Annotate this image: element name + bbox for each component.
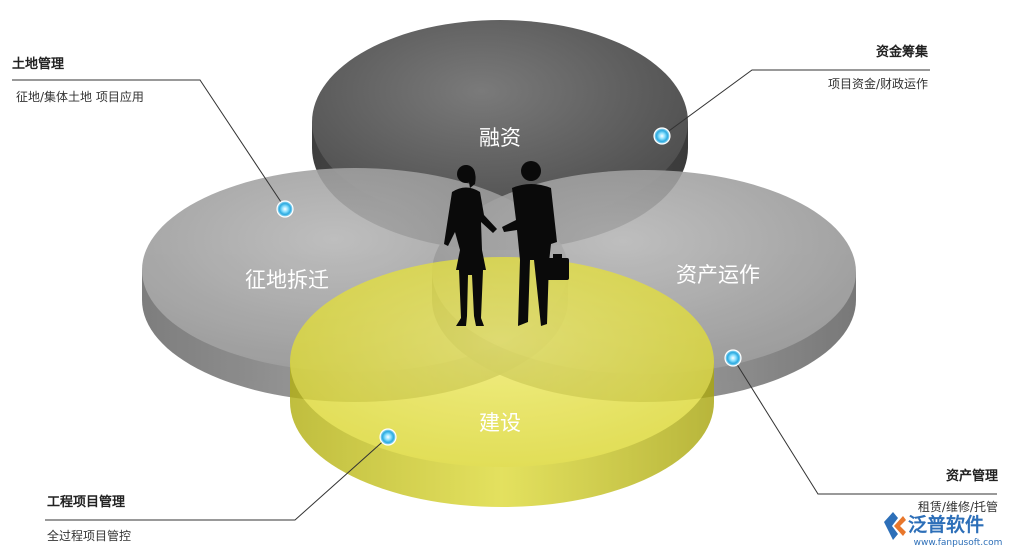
build-disc-label: 建设 xyxy=(479,411,521,435)
land-leader-line xyxy=(12,79,286,209)
land-mgmt-title: 土地管理 xyxy=(12,57,65,72)
logo-name: 泛普软件 xyxy=(908,513,984,536)
logo-url: www.fanpusoft.com xyxy=(914,538,1003,548)
project-mgmt-subtitle: 全过程项目管控 xyxy=(47,529,132,543)
fund-raise-title: 资金筹集 xyxy=(875,45,928,60)
asset-marker-dot-icon xyxy=(724,349,742,367)
fund-marker-dot-icon xyxy=(653,127,671,145)
project-mgmt-title: 工程项目管理 xyxy=(47,495,126,510)
asset-mgmt-title: 资产管理 xyxy=(945,469,998,484)
fund-leader-line xyxy=(661,69,930,137)
land-marker-dot-icon xyxy=(276,200,294,218)
fund-raise-subtitle: 项目资金/财政运作 xyxy=(827,77,928,91)
land-disc-label: 征地拆迁 xyxy=(245,268,329,292)
handshake-silhouette-icon xyxy=(444,161,569,326)
asset-leader-line xyxy=(732,357,997,495)
project-marker-dot-icon xyxy=(379,428,397,446)
asset-mgmt-subtitle: 租赁/维修/托管 xyxy=(917,500,998,514)
marker-dots xyxy=(276,127,742,446)
fanpu-logo-icon xyxy=(884,512,906,540)
build-disc xyxy=(290,257,714,507)
asset-disc-label: 资产运作 xyxy=(676,263,760,287)
finance-disc-label: 融资 xyxy=(479,126,521,150)
leader-lines xyxy=(12,69,997,521)
land-mgmt-subtitle: 征地/集体土地 项目应用 xyxy=(16,90,144,104)
project-leader-line xyxy=(45,436,389,521)
